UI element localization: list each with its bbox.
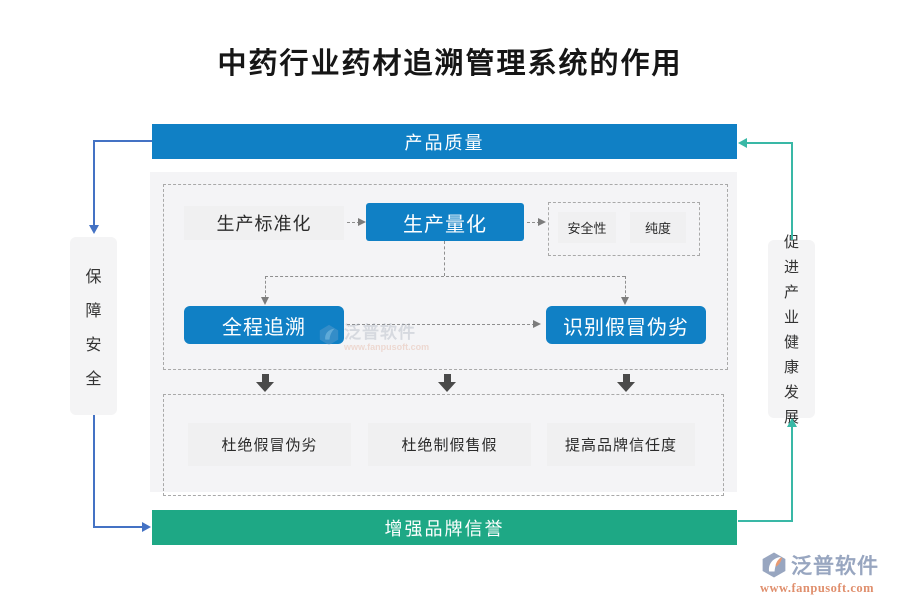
vertical-char: 安 [85,335,102,354]
arrow-left-icon [738,138,747,148]
connector-line [527,222,540,223]
vertical-char: 进 [783,258,799,276]
cycle-line [791,427,793,522]
logo-brand-name: 泛普软件 [791,553,879,578]
node-production-standardization: 生产标准化 [184,206,344,240]
upper-flow-group [163,184,728,370]
vertical-char: 发 [783,383,799,401]
outcome-no-counterfeit: 杜绝假冒伪劣 [188,423,351,466]
arrow-down-icon [261,297,269,305]
outcomes-group [163,394,724,496]
node-promote-healthy-industry: 促 进 产 业 健 康 发 展 [768,233,815,426]
arrow-right-icon [358,218,366,226]
arrow-down-icon [89,225,99,234]
cycle-line [738,520,793,522]
outcome-brand-trust: 提高品牌信任度 [547,423,695,466]
connector-line [625,276,626,298]
page-title: 中药行业药材追溯管理系统的作用 [217,46,683,80]
block-arrow-down-icon [617,374,635,392]
fanpu-logo: 泛普软件 www.fanpusoft.com [760,550,895,596]
vertical-char: 健 [783,333,799,351]
vertical-char: 产 [783,283,799,301]
node-purity: 纯度 [630,212,686,243]
fanpu-logo-icon [762,552,786,578]
node-full-trace: 全程追溯 [184,306,344,344]
cycle-line [791,142,793,240]
cycle-line [93,140,152,142]
bottom-banner-brand-reputation: 增强品牌信誉 [152,510,737,545]
connector-line [265,276,625,277]
arrow-up-icon [787,418,797,427]
vertical-char: 全 [85,369,102,388]
attributes-group [548,202,700,256]
vertical-char: 保 [85,267,102,286]
arrow-right-icon [533,320,541,328]
block-arrow-down-icon [438,374,456,392]
node-safety: 安全性 [558,212,616,243]
connector-line [265,276,266,298]
cycle-line [93,526,142,528]
node-ensure-safety: 保 障 安 全 [70,237,117,415]
cycle-line [93,415,95,528]
vertical-char: 障 [85,301,102,320]
arrow-right-icon [538,218,546,226]
logo-url: www.fanpusoft.com [760,581,875,595]
connector-line [347,324,535,325]
cycle-line [93,140,95,225]
vertical-char: 业 [783,308,799,326]
arrow-right-icon [142,522,151,532]
connector-line [444,241,445,276]
vertical-char: 促 [783,233,799,251]
outcome-no-fake-sales: 杜绝制假售假 [368,423,531,466]
vertical-char: 康 [783,358,799,376]
arrow-down-icon [621,297,629,305]
connector-line [347,222,360,223]
cycle-line [747,142,793,144]
block-arrow-down-icon [256,374,274,392]
node-production-quantification: 生产量化 [366,203,524,241]
top-banner-product-quality: 产品质量 [152,124,737,159]
node-identify-counterfeit: 识别假冒伪劣 [546,306,706,344]
